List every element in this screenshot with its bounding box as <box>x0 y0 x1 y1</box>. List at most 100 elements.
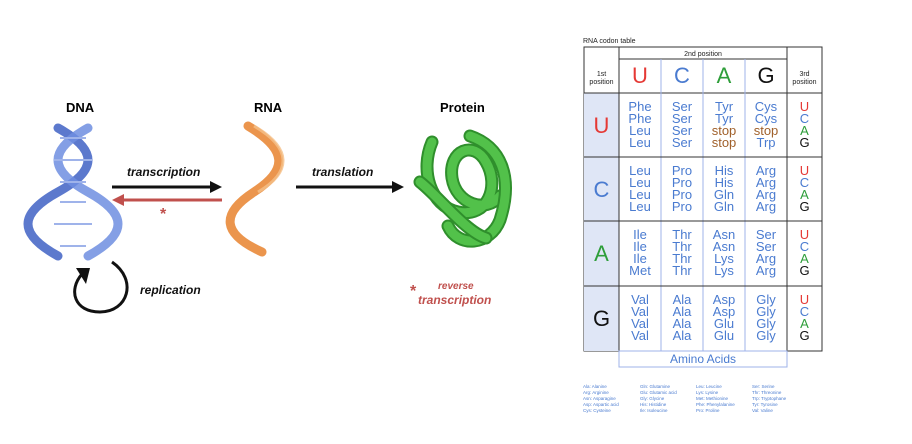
second-base-G: G <box>757 63 775 88</box>
third-base-AA: A <box>800 251 809 266</box>
third-base-UC: C <box>799 111 810 126</box>
amino-acid-cell: Arg <box>755 163 777 178</box>
first-base-U: U <box>593 113 610 138</box>
amino-acid-cell: Ala <box>672 328 692 343</box>
legend-entry: His: Histidine <box>640 402 667 407</box>
amino-acid-cell: Lys <box>714 251 734 266</box>
first-base-C: C <box>593 177 610 202</box>
amino-acid-cell: Val <box>631 292 649 307</box>
amino-acid-cell: Thr <box>672 227 692 242</box>
amino-acid-cell: Cys <box>754 99 778 114</box>
translation-label: translation <box>312 165 374 179</box>
amino-acid-cell: Arg <box>755 187 777 202</box>
amino-acid-cell: Gly <box>756 304 776 319</box>
legend-entry: Ser: Serine <box>752 384 775 389</box>
reverse-transcription-arrow <box>112 194 222 206</box>
amino-acid-cell: Asn <box>712 227 736 242</box>
amino-acid-cell: Gln <box>713 199 735 214</box>
reverse-star-marker: * <box>160 206 167 223</box>
second-base-U: U <box>632 63 648 88</box>
dna-label: DNA <box>66 100 95 115</box>
third-base-AG: G <box>799 263 810 278</box>
amino-acid-cell: Arg <box>755 251 777 266</box>
amino-acid-cell: Leu <box>629 199 651 214</box>
third-base-GG: G <box>799 328 810 343</box>
third-base-CC: C <box>799 175 810 190</box>
first-position-label-line1: 1st <box>596 71 607 78</box>
amino-acid-cell: Arg <box>755 199 777 214</box>
amino-acid-cell: Ile <box>633 239 647 254</box>
amino-acid-cell: Thr <box>672 239 692 254</box>
third-base-GA: A <box>800 316 809 331</box>
amino-acid-cell: Pro <box>671 199 693 214</box>
amino-acid-cell: Ser <box>671 111 693 126</box>
amino-acid-cell: Thr <box>672 251 692 266</box>
amino-acid-cell: stop <box>753 123 779 138</box>
third-position-label-line2: position <box>792 79 817 86</box>
third-base-CU: U <box>799 163 810 178</box>
amino-acid-cell: Phe <box>628 111 652 126</box>
amino-acid-cell: Gly <box>756 316 776 331</box>
legend-entry: Asn: Asparagine <box>583 396 616 401</box>
amino-acid-cell: Ser <box>755 227 777 242</box>
amino-acid-cell: Ser <box>671 135 693 150</box>
legend-entry: Glu: Glutamic acid <box>640 390 677 395</box>
legend-entry: Arg: Arginine <box>583 390 609 395</box>
amino-acid-cell: Ile <box>633 227 647 242</box>
amino-acid-cell: Val <box>631 304 649 319</box>
amino-acid-cell: Arg <box>755 175 777 190</box>
amino-acid-cell: Ala <box>672 316 692 331</box>
amino-acid-cell: Cys <box>754 111 778 126</box>
amino-acid-cell: Leu <box>629 175 651 190</box>
third-base-CG: G <box>799 199 810 214</box>
amino-acid-cell: Phe <box>628 99 652 114</box>
amino-acid-cell: Pro <box>671 163 693 178</box>
third-base-AU: U <box>799 227 810 242</box>
amino-acids-label: Amino Acids <box>669 352 737 366</box>
amino-acid-cell: Pro <box>671 187 693 202</box>
legend-entry: Ala: Alanine <box>583 384 607 389</box>
amino-acid-cell: Glu <box>713 328 735 343</box>
transcription-arrow <box>112 181 222 193</box>
rna-strand-icon <box>225 121 285 257</box>
amino-acid-cell: Ala <box>672 292 692 307</box>
amino-acid-cell: Arg <box>755 263 777 278</box>
amino-acid-cell: Pro <box>671 175 693 190</box>
reverse-legend-star: * <box>410 283 417 300</box>
dna-helix-icon <box>23 123 123 261</box>
amino-acid-cell: Ser <box>671 99 693 114</box>
second-base-C: C <box>674 63 690 88</box>
legend-entry: Gly: Glycine <box>640 396 665 401</box>
amino-acid-cell: Ala <box>672 304 692 319</box>
second-base-A: A <box>716 63 732 88</box>
legend-entry: Phe: Phenylalanine <box>696 402 735 407</box>
amino-acid-cell: Asp <box>712 304 736 319</box>
third-base-GC: C <box>799 304 810 319</box>
amino-acid-cell: Ser <box>755 239 777 254</box>
legend-entry: Cys: Cysteine <box>583 408 611 413</box>
legend-entry: Ile: Isoleucine <box>640 408 668 413</box>
amino-acid-cell: Val <box>631 316 649 331</box>
amino-acid-cell: Tyr <box>714 111 734 126</box>
amino-acid-cell: Asn <box>712 239 736 254</box>
legend-entry: Pro: Proline <box>696 408 720 413</box>
legend-entry: Val: Valine <box>752 408 773 413</box>
amino-acid-cell: Ser <box>671 123 693 138</box>
reverse-label-line2: transcription <box>418 293 492 307</box>
amino-acid-cell: His <box>714 163 734 178</box>
amino-acid-cell: Gly <box>756 328 776 343</box>
third-base-UU: U <box>799 99 810 114</box>
third-base-UG: G <box>799 135 810 150</box>
first-base-G: G <box>592 306 611 331</box>
amino-acid-cell: Glu <box>713 316 735 331</box>
amino-acid-cell: stop <box>711 135 737 150</box>
legend-entry: Thr: Threonine <box>752 390 782 395</box>
protein-icon <box>413 129 512 248</box>
amino-acid-cell: Thr <box>672 263 692 278</box>
legend-entry: Trp: Tryptophane <box>752 396 787 401</box>
codon-table-grid <box>583 46 823 368</box>
amino-acid-cell: Trp <box>756 135 776 150</box>
replication-label: replication <box>140 283 201 297</box>
third-base-AC: C <box>799 239 810 254</box>
